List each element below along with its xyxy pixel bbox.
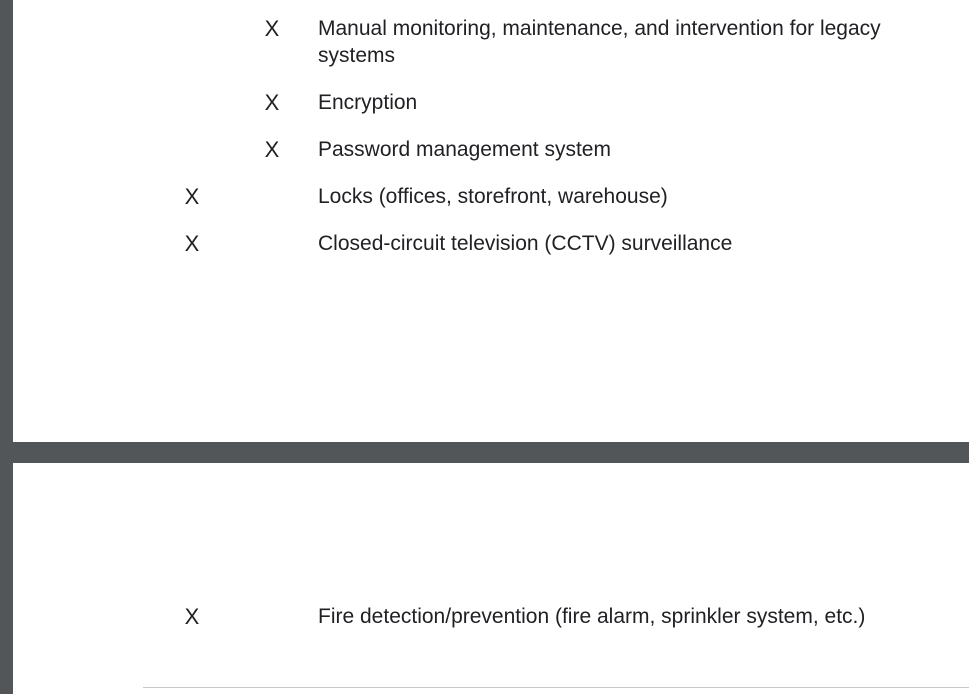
document-page: X Manual monitoring, maintenance, and in… — [13, 0, 969, 442]
control-label: Encryption — [318, 91, 418, 114]
document-page: X Fire detection/prevention (fire alarm,… — [13, 463, 969, 694]
control-label: Locks (offices, storefront, warehouse) — [318, 185, 668, 208]
checkmark-column-2: X — [264, 16, 280, 41]
control-label: Password management system — [318, 138, 611, 161]
control-label: Manual monitoring, maintenance, and inte… — [318, 17, 881, 67]
control-label: Fire detection/prevention (fire alarm, s… — [318, 605, 866, 628]
checkmark-column-1: X — [184, 231, 200, 256]
checkmark-column-2: X — [264, 90, 280, 115]
table-divider — [143, 687, 969, 688]
control-label: Closed-circuit television (CCTV) surveil… — [318, 232, 733, 255]
checkmark-column-1: X — [184, 604, 200, 629]
checkmark-column-1: X — [184, 184, 200, 209]
checkmark-column-2: X — [264, 137, 280, 162]
